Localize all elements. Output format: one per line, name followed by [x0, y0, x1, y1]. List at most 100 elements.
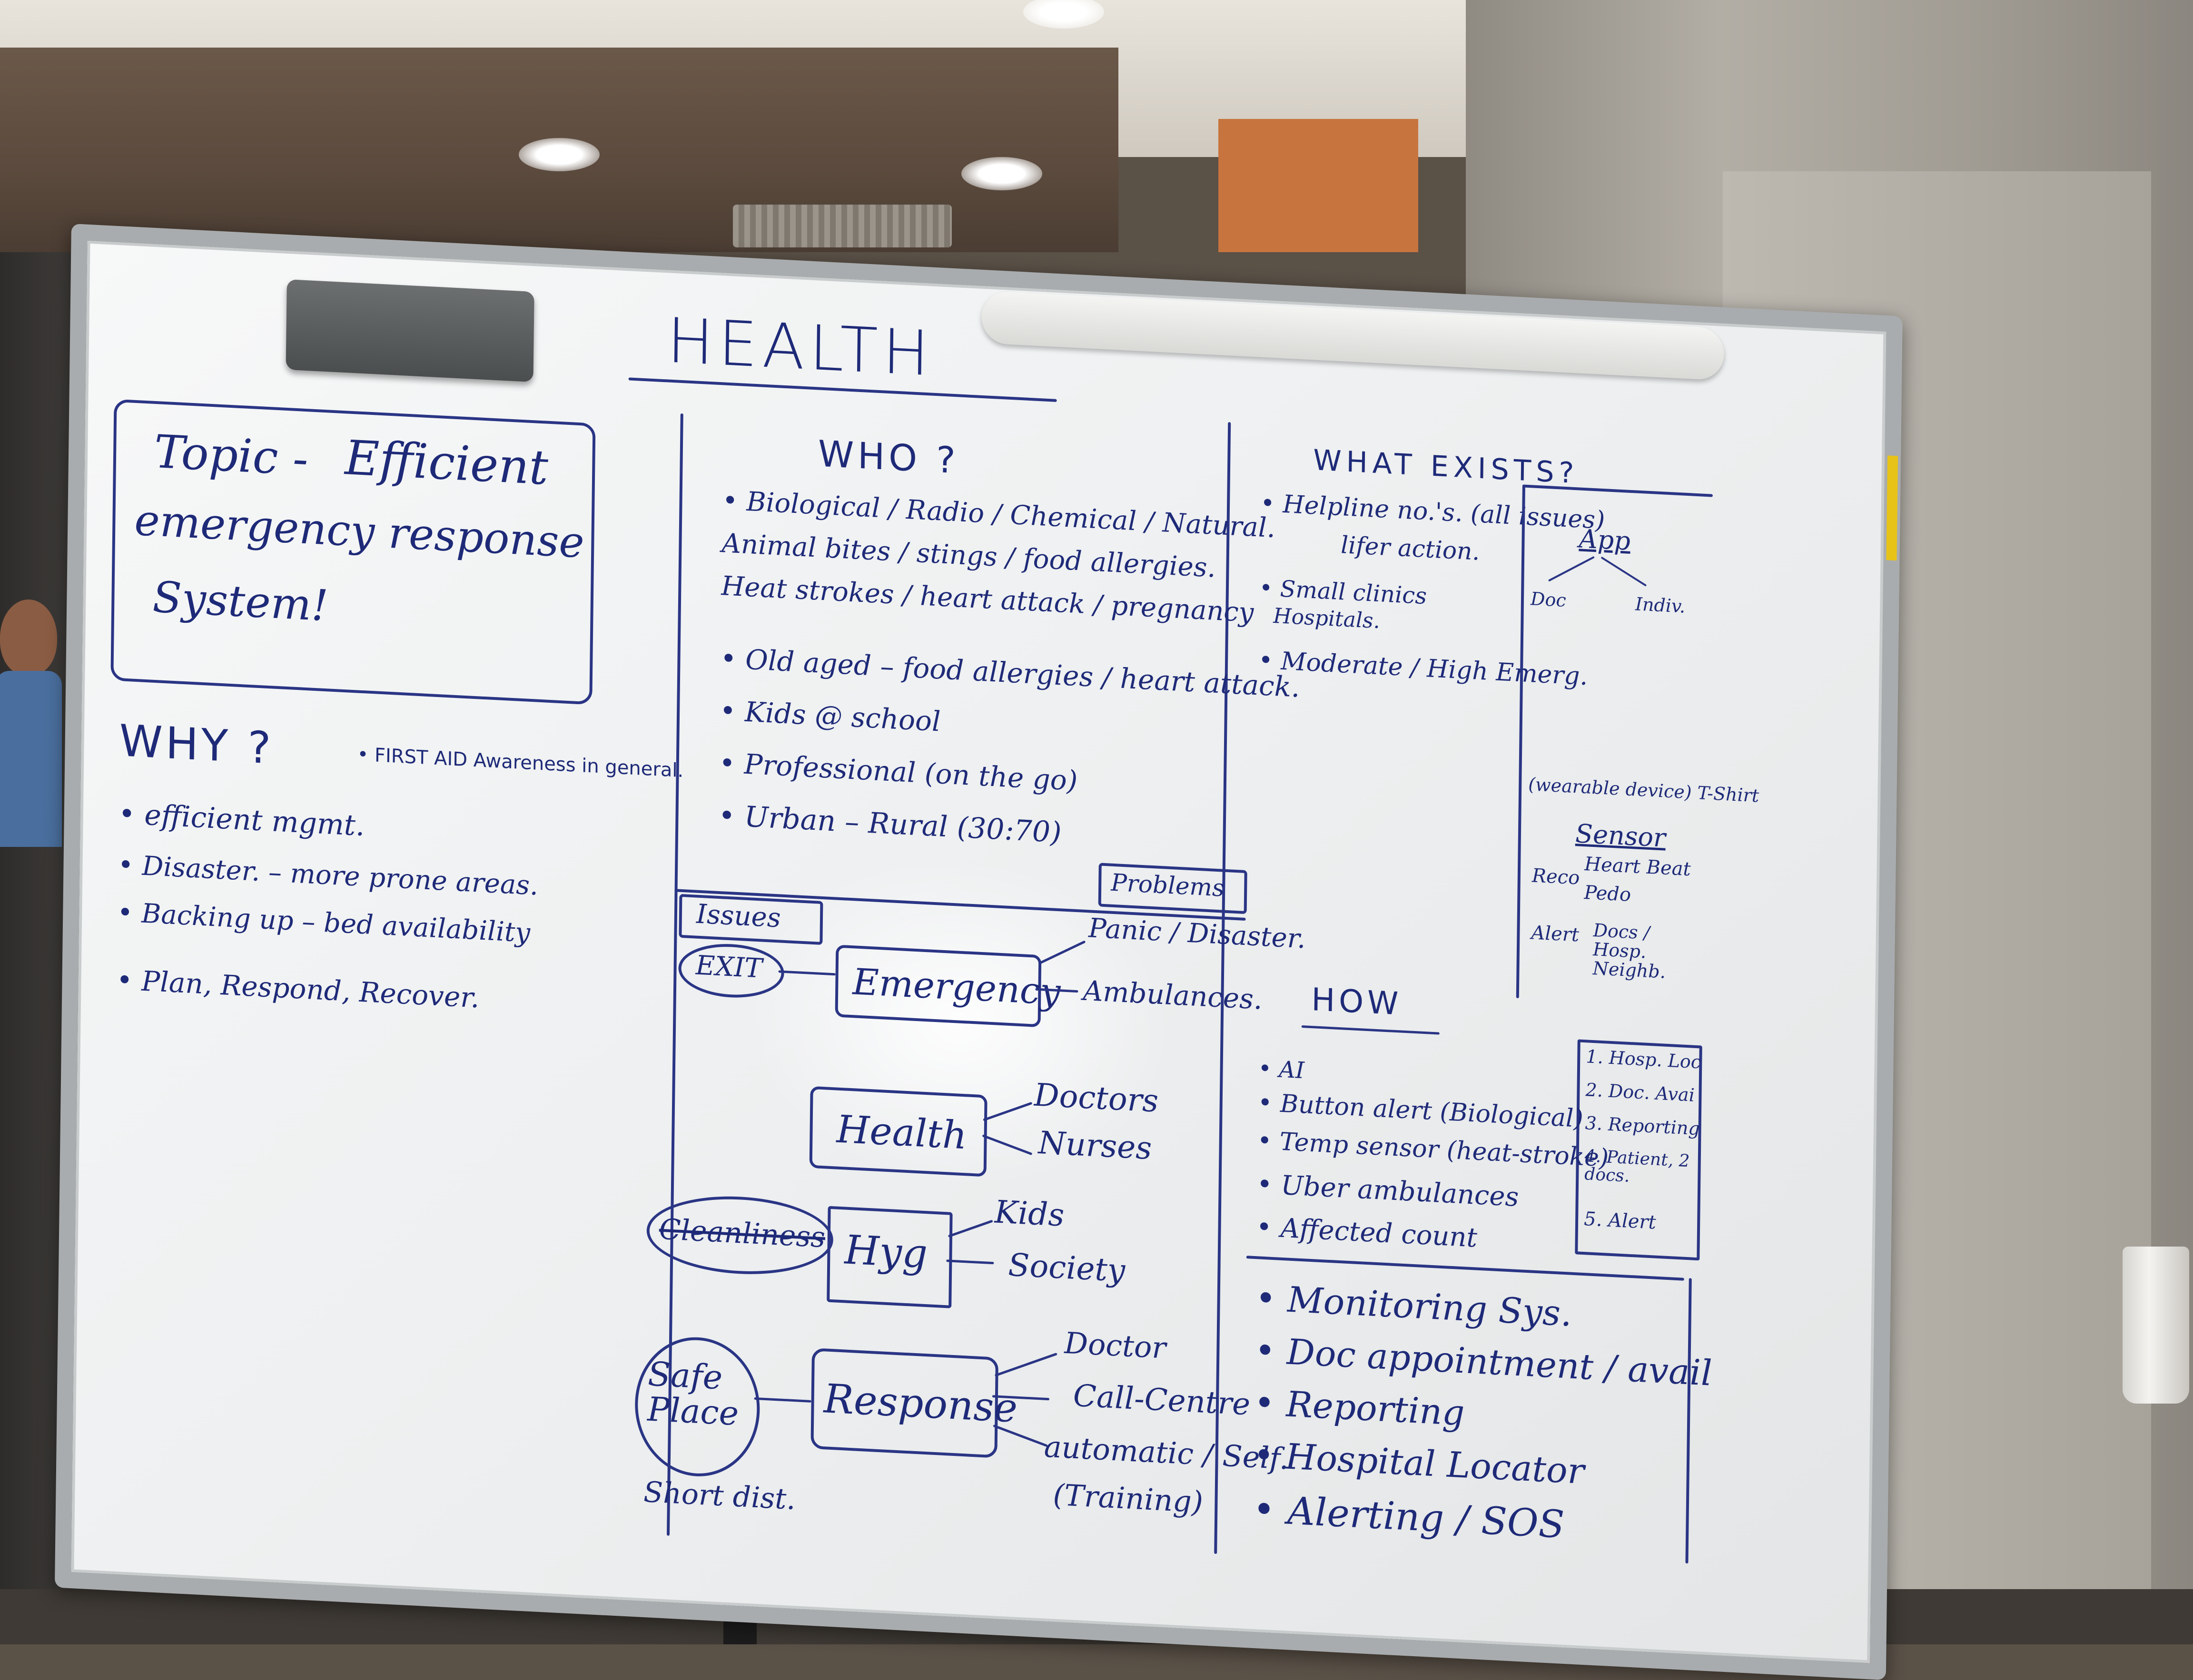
cleanliness-label: Cleanliness: [659, 1212, 826, 1255]
problems-label: Problems: [1110, 868, 1225, 902]
why-note: • FIRST AID Awareness in general.: [357, 743, 684, 782]
health-branch: Nurses: [1038, 1124, 1152, 1167]
how-item: • AI: [1258, 1055, 1305, 1084]
sensor-label: Sensor: [1575, 818, 1666, 853]
hyg-label: Hyg: [844, 1226, 928, 1277]
cleanliness-ellipse: Cleanliness: [646, 1192, 834, 1279]
connector-line: [1548, 556, 1595, 582]
connector-line: [994, 1352, 1057, 1377]
sub-divider: [1516, 484, 1525, 999]
reco-label: Reco: [1531, 865, 1580, 889]
what-exists-item: • Helpline no.'s. (all issues): [1260, 489, 1605, 535]
board-tab: [1886, 455, 1898, 561]
response-box: Response: [810, 1347, 1018, 1458]
health-branch: Doctors: [1034, 1076, 1159, 1120]
emergency-box: Emergency: [835, 944, 1061, 1028]
safe-place-label: Safe Place: [647, 1354, 739, 1433]
health-box: Health: [809, 1086, 988, 1177]
who-item: • Professional (on the go): [719, 747, 1078, 797]
how-heading: HOW: [1311, 981, 1403, 1022]
numbered-item: 3. Reporting: [1585, 1112, 1700, 1140]
feature-item: • Reporting: [1254, 1382, 1465, 1434]
feature-item: • Monitoring Sys.: [1255, 1277, 1572, 1335]
orange-wall: [1218, 119, 1418, 252]
feature-item: • Doc appointment / avail: [1254, 1330, 1713, 1394]
what-exists-heading: WHAT EXISTS?: [1313, 443, 1579, 491]
ceiling-light: [961, 157, 1042, 190]
issues-box: Issues: [679, 894, 823, 945]
problems-box: Problems: [1098, 863, 1247, 914]
connector-line: [1038, 940, 1086, 965]
app-branch: Doc: [1530, 588, 1566, 611]
who-item: • Old aged – food allergies / heart atta…: [720, 642, 1300, 704]
air-vent: [733, 205, 952, 247]
connector-line: [946, 1259, 994, 1265]
what-exists-item: • Moderate / High Emerg.: [1258, 646, 1588, 691]
how-item: • Affected count: [1256, 1211, 1478, 1254]
health-label: Health: [836, 1107, 968, 1158]
numbered-item: 2. Doc. Avai: [1585, 1079, 1695, 1106]
response-branch: (Training): [1053, 1477, 1204, 1520]
topic-line-3: System!: [152, 572, 329, 631]
connector-line: [993, 1424, 1048, 1447]
what-exists-item: Hospitals.: [1273, 603, 1380, 634]
hyg-branch: Society: [1008, 1246, 1126, 1289]
section-divider: [1685, 1278, 1692, 1564]
board-title: HEALTH: [666, 304, 935, 390]
why-item: • Backing up – bed availability: [117, 897, 531, 949]
how-item: • Uber ambulances: [1256, 1169, 1519, 1213]
response-branch: Call-Centre: [1073, 1378, 1251, 1423]
reco-item: Heart Beat: [1584, 853, 1691, 881]
connector-line: [948, 1219, 993, 1238]
what-exists-item: lifer action.: [1340, 531, 1480, 566]
section-divider: [1246, 1256, 1684, 1281]
who-heading: WHO ?: [818, 432, 960, 482]
connector-line: [754, 1397, 811, 1403]
hyg-branch: Kids: [994, 1193, 1065, 1234]
sub-divider: [1522, 484, 1713, 497]
issues-label: Issues: [696, 898, 781, 934]
ceiling-light: [1023, 0, 1104, 29]
how-item: • Button alert (Biological): [1257, 1088, 1584, 1133]
why-item: • Disaster. – more prone areas.: [118, 849, 539, 902]
whiteboard: HEALTH Topic - Efficient emergency respo…: [54, 224, 1903, 1680]
emergency-branch: Panic / Disaster.: [1088, 913, 1306, 955]
emergency-label: Emergency: [852, 960, 1061, 1013]
response-branch: Doctor: [1064, 1325, 1166, 1366]
feature-item: • Hospital Locator: [1253, 1434, 1585, 1493]
safe-place-ellipse: Safe Place: [634, 1334, 761, 1480]
hyg-box: Hyg: [827, 1206, 953, 1308]
how-item: • Temp sensor (heat-stroke): [1257, 1126, 1609, 1173]
person: [0, 599, 62, 847]
connector-line: [983, 1101, 1033, 1121]
exit-ellipse: EXIT: [678, 941, 785, 1000]
topic-line-1: Efficient: [344, 430, 549, 496]
connector-line: [1600, 556, 1647, 587]
mug: [2123, 1247, 2189, 1404]
app-branch: Indiv.: [1635, 593, 1686, 617]
alert-label: Alert: [1531, 922, 1580, 946]
why-item: • Plan, Respond, Recover.: [116, 963, 480, 1014]
topic-box: Topic - Efficient emergency response Sys…: [110, 399, 596, 705]
who-item: • Urban – Rural (30:70): [718, 798, 1062, 850]
whiteboard-eraser: [286, 279, 534, 383]
app-label: App: [1579, 523, 1631, 556]
why-heading: WHY ?: [119, 715, 274, 774]
why-item: • efficient mgmt.: [118, 797, 365, 843]
short-dist-label: Short dist.: [643, 1475, 796, 1517]
alert-target: Docs / Hosp. Neighb.: [1592, 920, 1666, 982]
reco-item: Pedo: [1584, 882, 1631, 906]
numbered-item: 1. Hosp. Loc: [1586, 1046, 1701, 1073]
who-item: • Kids @ school: [719, 694, 941, 738]
ceiling-light: [519, 138, 600, 171]
topic-label: Topic -: [154, 424, 309, 486]
emergency-branch: Ambulances.: [1083, 974, 1263, 1016]
connector-line: [982, 1134, 1033, 1156]
response-branch: automatic / Self.: [1044, 1429, 1289, 1476]
numbered-item: 5. Alert: [1583, 1208, 1656, 1234]
what-exists-item: • Small clinics: [1259, 574, 1427, 610]
how-underline: [1301, 1025, 1440, 1035]
response-label: Response: [823, 1375, 1018, 1432]
exit-label: EXIT: [695, 950, 763, 984]
connector-line: [778, 970, 836, 976]
